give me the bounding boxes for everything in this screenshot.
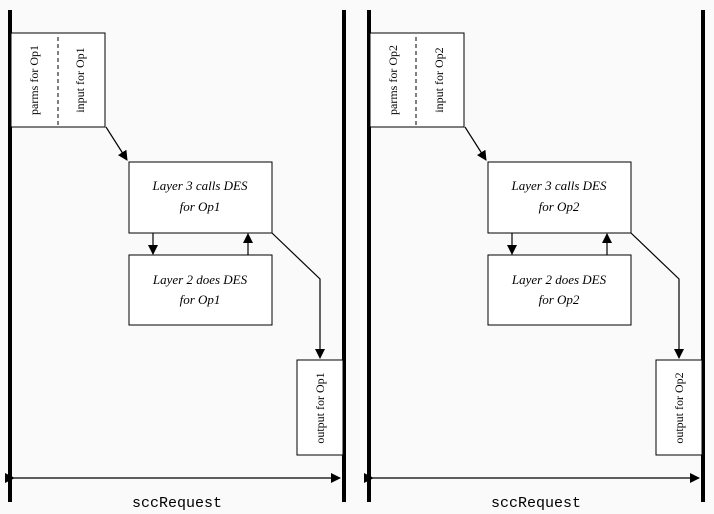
layer3-box: Layer 3 calls DES for Op2 — [487, 161, 632, 234]
layer2-line1: Layer 2 does DES — [511, 272, 607, 287]
layer2-line2: for Op2 — [539, 292, 580, 307]
output-block: output for Op2 — [655, 359, 703, 456]
layer3-to-output-arrow — [271, 232, 325, 359]
input-block: parms for Op2 input for Op2 — [369, 32, 465, 128]
input-to-layer3-arrow — [105, 126, 128, 161]
layer2-line1: Layer 2 does DES — [152, 272, 248, 287]
panel-op2: parms for Op2 input for Op2 Layer 3 call… — [364, 10, 705, 512]
panel-op1: parms for Op1 input for Op1 Layer 3 call… — [5, 10, 346, 512]
layer2-box: Layer 2 does DES for Op1 — [128, 254, 273, 326]
output-label: output for Op1 — [313, 372, 327, 443]
params-label: parms for Op2 — [386, 45, 400, 115]
layer2-box: Layer 2 does DES for Op2 — [487, 254, 632, 326]
output-block: output for Op1 — [296, 359, 344, 456]
input-block: parms for Op1 input for Op1 — [10, 32, 106, 128]
params-label: parms for Op1 — [27, 45, 41, 115]
layer3-to-output-arrow — [630, 232, 684, 359]
output-label: output for Op2 — [672, 372, 686, 443]
input-to-layer3-arrow — [464, 126, 487, 161]
layer3-line1: Layer 3 calls DES — [152, 178, 248, 193]
span-label: sccRequest — [132, 495, 222, 512]
input-label: input for Op2 — [432, 47, 446, 112]
layer3-line1: Layer 3 calls DES — [511, 178, 607, 193]
layer2-line2: for Op1 — [180, 292, 221, 307]
layer3-line2: for Op1 — [180, 199, 221, 214]
layer3-line2: for Op2 — [539, 199, 580, 214]
input-label: input for Op1 — [73, 47, 87, 112]
span-label: sccRequest — [491, 495, 581, 512]
layer3-box: Layer 3 calls DES for Op1 — [128, 161, 273, 234]
